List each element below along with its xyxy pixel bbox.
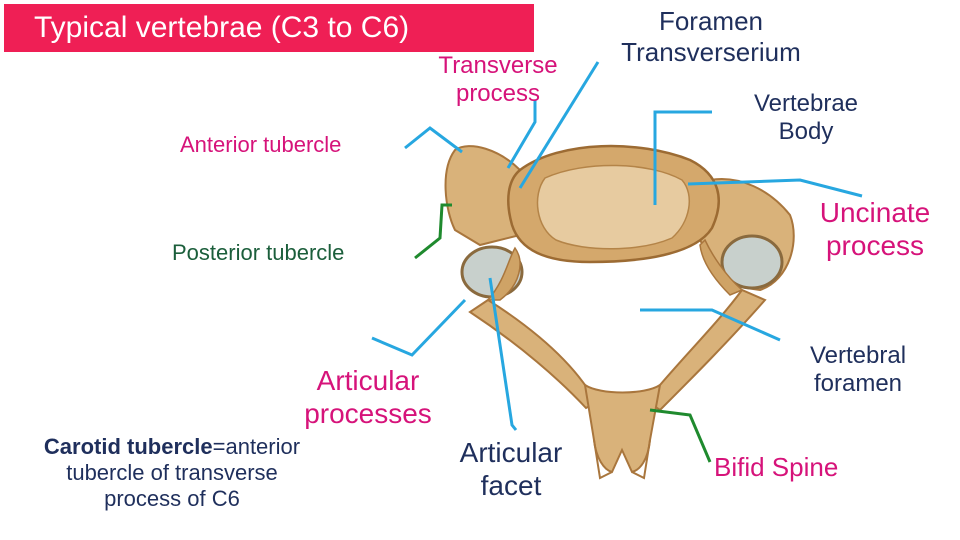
- label-carotid-line2: tubercle of transverse: [66, 459, 278, 485]
- pointer-uncinate-process: [687, 178, 863, 198]
- pointer-anterior-tubercle: [404, 126, 463, 154]
- label-vertebral-foramen: Vertebral foramen: [774, 342, 942, 399]
- label-articular-facet: Articular facet: [440, 436, 582, 502]
- label-facet-line1: Articular: [459, 437, 563, 468]
- label-carotid-line3: process of C6: [104, 485, 240, 511]
- right-lamina: [643, 288, 767, 412]
- spinous-process: [583, 382, 662, 474]
- label-vertebral-line2: foramen: [813, 370, 903, 398]
- label-foramen-transverserium: Foramen Transverserium: [606, 6, 816, 67]
- pointer-posterior-tubercle: [414, 203, 452, 260]
- pointer-articular-processes: [371, 298, 467, 357]
- pointer-transverse-process: [506, 100, 537, 169]
- label-carotid-tubercle: Carotid tubercle=anterior tubercle of tr…: [4, 434, 340, 512]
- label-foramen-line2: Transverserium: [621, 36, 801, 67]
- label-carotid-line1: Carotid tubercle=anterior: [4, 434, 340, 460]
- label-articular-processes-line2: processes: [304, 398, 432, 430]
- vertebral-body-surface: [536, 164, 690, 250]
- label-facet-line2: facet: [480, 470, 542, 502]
- right-pedicle: [699, 238, 744, 296]
- label-carotid-rest: =anterior: [212, 434, 301, 459]
- title-banner: [4, 4, 534, 52]
- label-foramen-line1: Foramen: [658, 6, 764, 36]
- right-articular-facet: [720, 234, 784, 290]
- blue-pointers: [371, 61, 863, 431]
- left-pedicle: [486, 246, 521, 301]
- label-carotid-bold: Carotid tubercle: [43, 434, 213, 459]
- label-bifid-spine: Bifid Spine: [714, 452, 839, 482]
- label-articular-processes: Articular processes: [286, 364, 450, 430]
- label-body-line2: Body: [778, 118, 834, 146]
- pointer-foramen-transverserium: [518, 61, 600, 189]
- label-posterior-tubercle: Posterior tubercle: [172, 240, 345, 265]
- pointer-vertebral-foramen: [640, 308, 781, 342]
- label-vertebral-line1: Vertebral: [809, 342, 907, 369]
- label-uncinate-process: Uncinate process: [802, 196, 948, 262]
- label-vertebrae-body: Vertebrae Body: [722, 90, 890, 147]
- left-lamina: [468, 298, 602, 410]
- label-uncinate-line1: Uncinate: [819, 197, 931, 228]
- label-transverse-process: Transverse process: [420, 52, 576, 109]
- bifid-tips: [593, 439, 651, 480]
- vertebra-illustration: [444, 144, 795, 480]
- pointer-vertebrae-body: [653, 110, 712, 205]
- green-pointers: [414, 203, 712, 463]
- page-title: Typical vertebrae (C3 to C6): [34, 11, 410, 44]
- label-anterior-tubercle: Anterior tubercle: [180, 132, 342, 157]
- pointer-articular-facet: [488, 277, 518, 431]
- label-transverse-line2: process: [455, 80, 541, 108]
- label-body-line1: Vertebrae: [753, 90, 859, 117]
- label-uncinate-line2: process: [825, 230, 925, 262]
- label-articular-processes-line1: Articular: [316, 365, 420, 396]
- label-transverse-line1: Transverse: [438, 52, 558, 79]
- pointer-bifid-spine: [649, 408, 712, 463]
